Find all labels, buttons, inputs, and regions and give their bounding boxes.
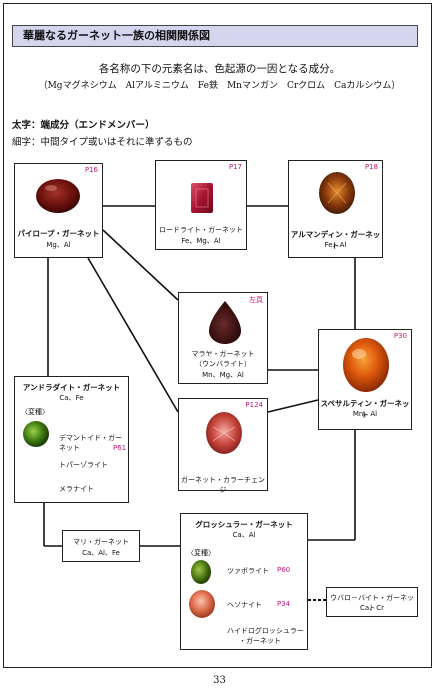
- andradite-composition: Ca、Fe: [59, 394, 84, 402]
- tsavorite-label: ツァボライト: [227, 567, 269, 575]
- hessonite-label: ヘソナイト: [227, 601, 262, 609]
- page-ref: P16: [84, 166, 98, 174]
- page-title: 華麗なるガーネット一族の相関関係図: [12, 25, 418, 47]
- rhodolite-box: P17 ロードライト・ガーネット Fe、Mg、Al: [155, 160, 247, 250]
- page-ref: P30: [393, 332, 407, 340]
- pyrope-box: P16 パイロープ・ガーネット Mg、Al: [14, 163, 103, 258]
- colorchange-box: P124 ガーネット・カラーチェンジ: [178, 398, 268, 494]
- rhodolite-gem-icon: [191, 183, 213, 213]
- malaya-composition: Mn、Mg、Al: [202, 371, 244, 379]
- demantoid-gem-icon: [23, 421, 49, 447]
- pyrope-name: パイロープ・ガーネット: [17, 229, 100, 238]
- topazolite-label: トパーゾライト: [59, 461, 108, 469]
- page-ref: P17: [228, 163, 242, 171]
- grossular-box: グロッシュラー・ガーネット Ca、Al 〈変種〉 ツァボライト P60 ヘソナイ…: [180, 513, 308, 650]
- hessonite-gem-icon: [189, 590, 215, 618]
- pyrope-gem-icon: [36, 179, 80, 213]
- mali-name: マリ・ガーネット: [73, 538, 129, 546]
- hessonite-page-ref: P34: [277, 600, 291, 608]
- grossular-composition: Ca、Al: [232, 531, 256, 539]
- thin-legend: 細字：中間タイプ或いはそれに準ずるもの: [12, 137, 193, 148]
- uvarovite-name: ウバロ－バイト・ガーネット: [330, 594, 414, 612]
- almandine-composition: Fe、Al: [324, 241, 347, 249]
- malaya-name: マラヤ・ガーネット: [191, 350, 255, 358]
- hydrogrossular-label-2: ・ガーネット: [239, 637, 281, 645]
- malaya-box: 左頁 マラヤ・ガーネット （ウンバライト） Mn、Mg、Al: [178, 292, 268, 384]
- uvarovite-box: ウバロ－バイト・ガーネット Ca、Cr: [326, 587, 418, 617]
- malaya-alt-name: （ウンバライト）: [195, 360, 251, 368]
- mali-box: マリ・ガーネット Ca、Al、Fe: [62, 530, 140, 562]
- andradite-variety-label: 〈変種〉: [21, 408, 49, 416]
- andradite-name: アンドラダイト・ガーネット: [22, 383, 121, 392]
- tsavorite-page-ref: P60: [277, 566, 291, 574]
- grossular-name: グロッシュラー・ガーネット: [195, 520, 293, 529]
- spessartine-composition: Mn、Al: [352, 410, 378, 418]
- almandine-name: アルマンディン・ガーネット: [290, 230, 381, 250]
- andradite-box: アンドラダイト・ガーネット Ca、Fe 〈変種〉 デマントイド・ガーネット P6…: [14, 376, 129, 503]
- colorchange-name: ガーネット・カラーチェンジ: [181, 476, 265, 494]
- rhodolite-composition: Fe、Mg、Al: [181, 237, 221, 245]
- colorchange-gem-icon: [206, 412, 242, 454]
- almandine-gem-icon: [319, 172, 355, 214]
- page-number: 33: [213, 675, 226, 686]
- melanite-label: メラナイト: [59, 485, 94, 493]
- almandine-box: P18 アルマンディン・ガーネット Fe、Al: [288, 160, 383, 258]
- spessartine-gem-icon: [343, 338, 389, 392]
- spessartine-name: スペサルティン・ガーネット: [320, 399, 410, 419]
- demantoid-page-ref: P61: [113, 444, 127, 452]
- hydrogrossular-label: ハイドログロッシュラー: [227, 627, 304, 635]
- tsavorite-gem-icon: [191, 560, 211, 584]
- malaya-gem-icon: [209, 301, 241, 344]
- pyrope-composition: Mg、Al: [46, 241, 71, 249]
- page-frame: [3, 3, 432, 668]
- rhodolite-name: ロードライト・ガーネット: [159, 226, 243, 234]
- grossular-variety-label: 〈変種〉: [187, 549, 215, 557]
- page-ref: P124: [245, 401, 263, 409]
- spessartine-box: P30 スペサルティン・ガーネット Mn、Al: [318, 329, 412, 430]
- page-ref: P18: [364, 163, 378, 171]
- mali-composition: Ca、Al、Fe: [82, 549, 120, 557]
- bold-legend: 太字：端成分（エンドメンバー）: [12, 120, 155, 131]
- demantoid-label: デマントイド・ガーネット: [59, 434, 122, 452]
- subtitle-note: 各名称の下の元素名は、色起源の一因となる成分。: [98, 63, 341, 75]
- page-ref: 左頁: [249, 296, 263, 304]
- element-legend: （Mgマグネシウム Alアルミニウム Fe鉄 Mnマンガン Crクロム Caカル…: [38, 81, 401, 91]
- uvarovite-composition: Ca、Cr: [360, 604, 384, 612]
